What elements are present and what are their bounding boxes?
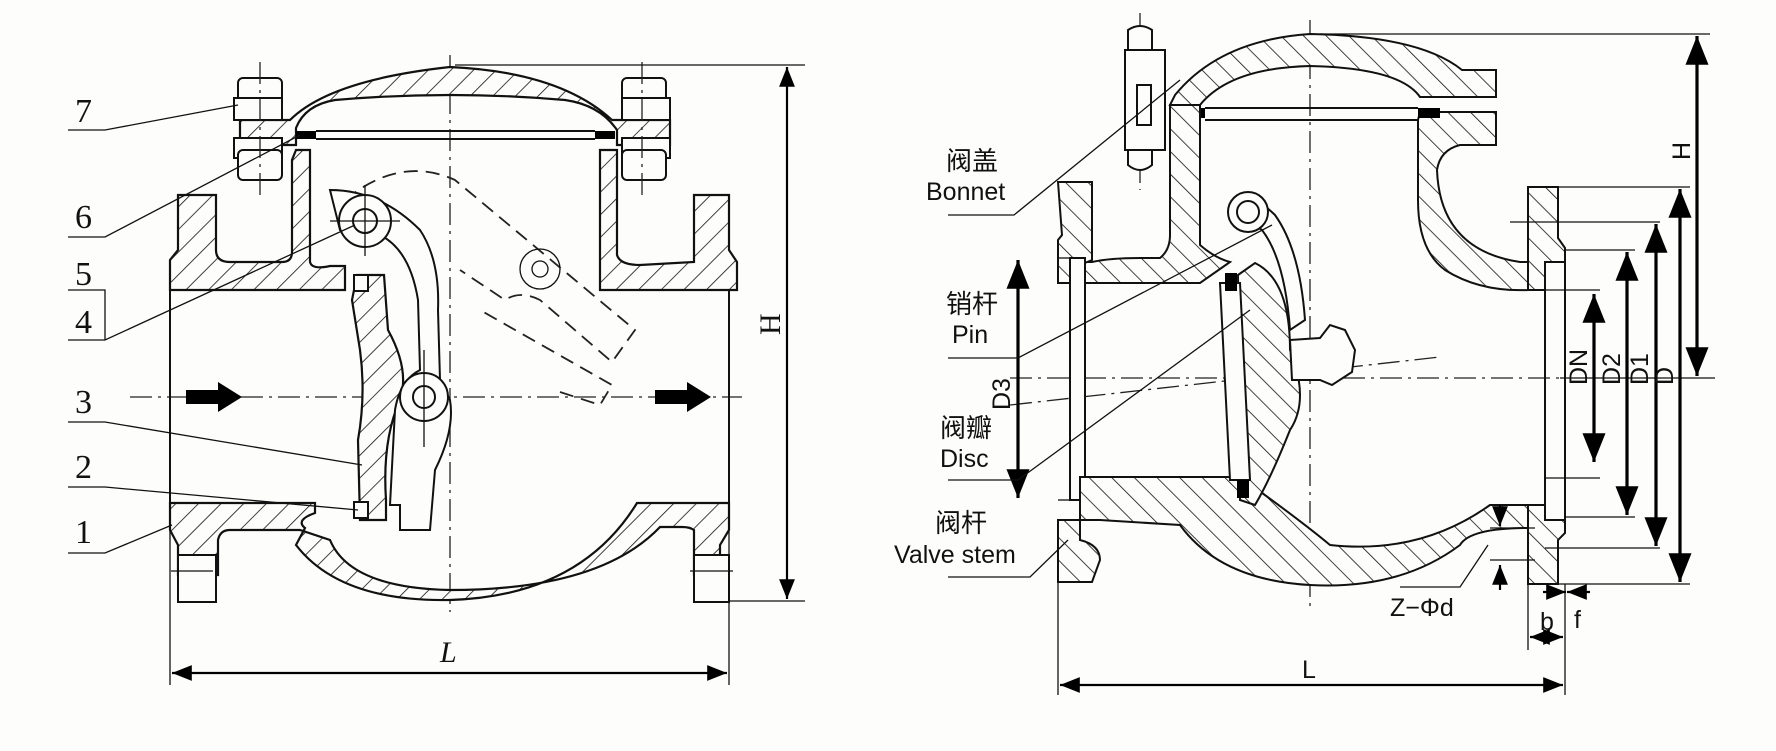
disc-seal-top (1225, 273, 1237, 291)
flow-arrow-in (186, 382, 242, 412)
dimension-label-bolt-holes: Z−Φd (1390, 594, 1454, 622)
callout-bonnet-cn: 阀盖 (946, 147, 998, 177)
dimension-label-H-left: H (754, 313, 787, 335)
callout-1: 1 (75, 514, 92, 551)
callout-bonnet-en: Bonnet (926, 178, 1005, 206)
body-left-wall (1079, 104, 1233, 284)
gasket-right (595, 131, 615, 139)
disc (350, 273, 405, 522)
valve-body-upper-right (598, 148, 739, 292)
bolt-right (621, 62, 671, 198)
bolt-right-drawing (1124, 25, 1166, 171)
seat-ring-top (353, 274, 369, 292)
dimension-label-b: b (1540, 608, 1554, 636)
callout-4: 4 (75, 304, 92, 341)
dimension-label-DN: DN (1565, 349, 1593, 385)
swing-arm (328, 188, 452, 531)
dimension-label-D: D (1651, 367, 1679, 385)
disc-right (1236, 261, 1301, 507)
dimension-label-L-right: L (1302, 656, 1316, 684)
disc-open-position (344, 170, 637, 407)
disc-nut-right (1288, 323, 1357, 387)
callout-leaders-right (948, 79, 1489, 588)
callout-valve-stem-cn: 阀杆 (935, 509, 987, 539)
gasket-left (296, 131, 316, 139)
right-flange-top (1527, 186, 1566, 291)
right-flange-bottom (693, 554, 730, 603)
callout-disc-en: Disc (940, 445, 989, 473)
body-lower-right (1079, 476, 1529, 587)
body-top-right (1417, 111, 1529, 292)
callout-3: 3 (75, 384, 92, 421)
callout-disc-cn: 阀瓣 (940, 414, 992, 444)
left-flange-face (1069, 257, 1086, 501)
callout-pin-en: Pin (952, 321, 988, 349)
callout-2: 2 (75, 449, 92, 486)
dimension-label-D2: D2 (1598, 353, 1626, 385)
valve-body-lower (168, 501, 731, 602)
callout-pin-cn: 销杆 (946, 290, 998, 320)
left-flange-bottom (177, 554, 217, 603)
callout-7: 7 (75, 93, 92, 130)
valve-body-upper (168, 148, 347, 292)
dimension-label-f: f (1574, 606, 1581, 634)
callout-5: 5 (75, 256, 92, 293)
right-drawing: H D D1 D2 DN D3 L Z−Φd b f 阀盖 Bonnet 销杆 … (894, 13, 1715, 695)
dimension-label-D3: D3 (988, 378, 1016, 410)
callout-6: 6 (75, 199, 92, 236)
disc-seal-bottom (1237, 480, 1249, 498)
dimension-label-L-left: L (439, 636, 457, 669)
right-flange-bottom (1527, 504, 1566, 585)
extension-lines-right (1057, 33, 1715, 695)
bonnet (1168, 32, 1497, 106)
gasket-right-right (1418, 108, 1440, 118)
flow-arrow-out (655, 382, 711, 412)
callout-valve-stem-en: Valve stem (894, 541, 1016, 569)
callout-leaders (68, 104, 363, 554)
dimension-label-H-right: H (1668, 142, 1696, 160)
dimension-label-D1: D1 (1626, 353, 1654, 385)
bolt-left (233, 62, 283, 198)
left-drawing: 7 6 5 4 3 2 1 L H (68, 55, 805, 685)
